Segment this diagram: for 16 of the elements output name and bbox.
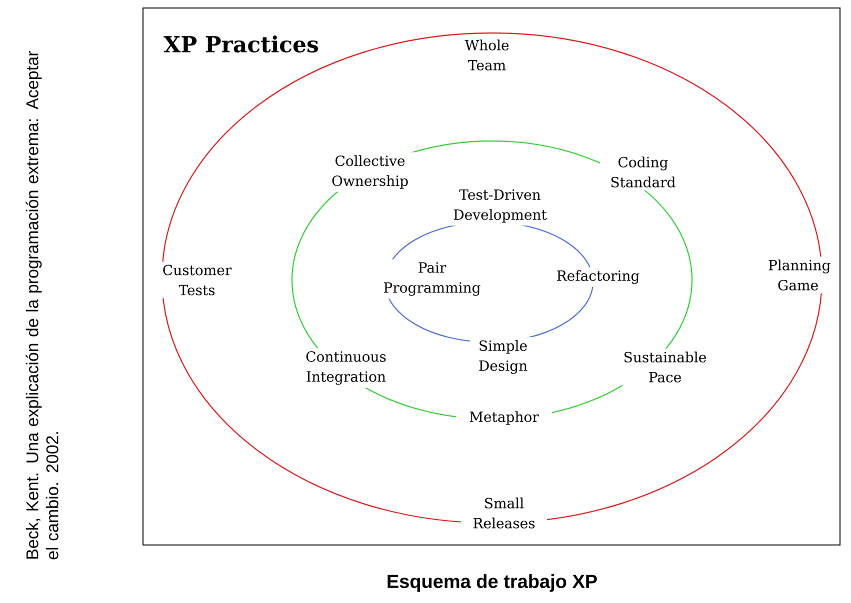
caption: Esquema de trabajo XP [388,574,597,592]
practice-label: Coding Standard [600,154,686,190]
practice-label: Refactoring [548,267,648,287]
practice-label: Continuous Integration [293,348,399,388]
practice-label: Simple Design [470,337,536,377]
practice-label: Small Releases [461,494,547,532]
practice-label: Pair Programming [369,259,495,299]
citation: Beck, Kent. Una explicación de la programación extrema: Aceptar el cambio. 2002. [26,51,58,560]
practice-label: Whole Team [459,36,515,74]
practice-label: Sustainable Pace [617,348,713,386]
practice-label: Collective Ownership [320,152,420,192]
practice-label: Customer Tests [159,262,235,298]
practice-label: Test-Driven Development [437,186,563,226]
practice-label: Metaphor [456,408,552,428]
practice-label: Planning Game [765,256,831,294]
title: XP Practices [164,35,318,53]
